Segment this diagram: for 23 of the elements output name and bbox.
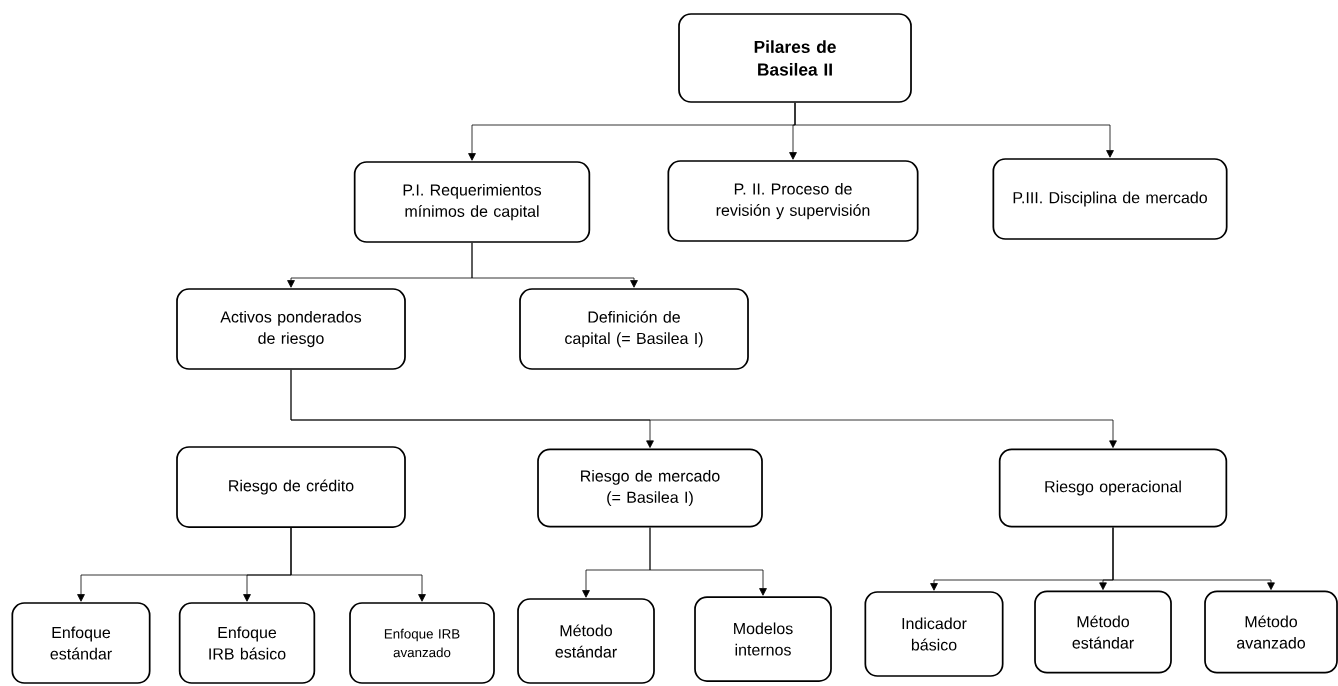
- process-box: Pilares de Basilea II: [678, 13, 912, 103]
- process-box: Definición de capital (= Basilea I): [519, 288, 749, 370]
- process-box: Activos ponderados de riesgo: [176, 288, 406, 370]
- arrow: [1112, 527, 1275, 590]
- arrow: [794, 102, 1114, 158]
- arrow: [290, 527, 426, 602]
- process-box: Enfoque estándar: [11, 602, 151, 684]
- process-box: Enfoque IRB avanzado: [349, 602, 495, 684]
- process-box: Indicador básico: [864, 591, 1004, 677]
- process-box: Riesgo operacional: [998, 448, 1228, 528]
- process-box: Enfoque IRB básico: [178, 602, 316, 684]
- arrow: [290, 369, 1117, 448]
- arrow: [649, 527, 767, 596]
- arrow: [471, 242, 638, 288]
- process-box: Método estándar: [517, 598, 655, 684]
- process-box: Método estándar: [1034, 590, 1172, 674]
- process-box: Riesgo de mercado (= Basilea I): [537, 448, 763, 528]
- process-box: P.III. Disciplina de mercado: [992, 158, 1228, 240]
- process-box: Método avanzado: [1204, 590, 1338, 674]
- process-box: Riesgo de crédito: [176, 446, 406, 528]
- process-box: Modelos internos: [694, 596, 832, 682]
- process-box: P.I. Requerimientos mínimos de capital: [353, 161, 591, 243]
- process-box: P. II. Proceso de revisión y supervisión: [667, 160, 919, 242]
